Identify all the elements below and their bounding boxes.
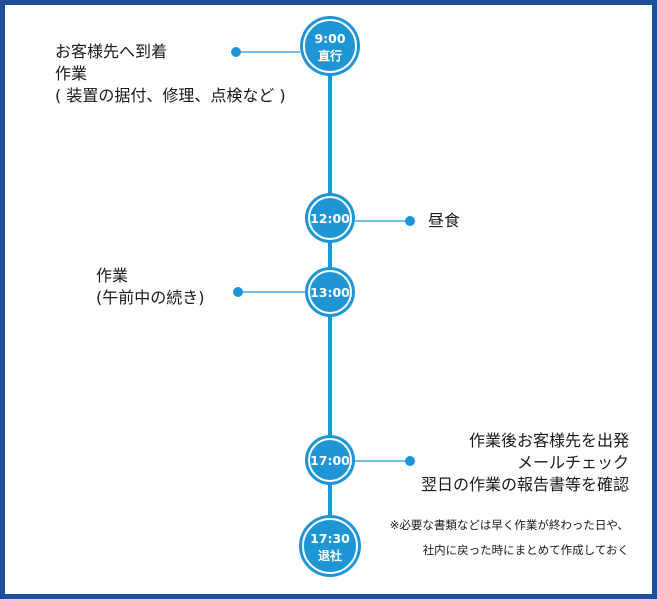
connector-9-00-dot bbox=[231, 47, 241, 57]
node-17-00-ring bbox=[308, 438, 352, 482]
node-9-00-ring bbox=[303, 19, 357, 73]
event-9-00: お客様先へ到着 作業 ( 装置の据付、修理、点検など ) bbox=[55, 41, 286, 107]
node-9-00-circle bbox=[300, 16, 360, 76]
footnote-line-2: 社内に戻った時にまとめて作成しておく bbox=[422, 543, 629, 557]
node-17-00-time: 17:00 bbox=[310, 453, 350, 468]
node-17-30: 17:30 退社 bbox=[299, 515, 361, 577]
event-9-00-line-1: お客様先へ到着 bbox=[55, 42, 168, 61]
event-9-00-line-3: ( 装置の据付、修理、点検など ) bbox=[55, 86, 286, 105]
node-17-00: 17:00 bbox=[305, 435, 355, 485]
event-17-00-line-1: 作業後お客様先を出発 bbox=[468, 431, 629, 450]
connector-12-00-dot bbox=[405, 216, 415, 226]
event-17-00-line-2: メールチェック bbox=[516, 453, 629, 472]
node-9-00-time: 9:00 bbox=[314, 31, 345, 46]
footnote: ※必要な書類などは早く作業が終わった日や、 社内に戻った時にまとめて作成しておく bbox=[390, 513, 629, 563]
node-12-00-time: 12:00 bbox=[310, 211, 350, 226]
event-13-00-line-2: (午前中の続き) bbox=[96, 288, 205, 307]
node-13-00: 13:00 bbox=[305, 267, 355, 317]
node-13-00-ring bbox=[308, 270, 352, 314]
connector-17-00-dot bbox=[405, 456, 415, 466]
event-13-00-line-1: 作業 bbox=[96, 266, 129, 285]
node-17-30-circle bbox=[299, 515, 361, 577]
node-9-00: 9:00 直行 bbox=[300, 16, 360, 76]
node-12-00: 12:00 bbox=[305, 193, 355, 243]
event-12-00: 昼食 bbox=[428, 210, 460, 232]
footnote-line-1: ※必要な書類などは早く作業が終わった日や、 bbox=[389, 518, 629, 532]
event-17-00: 作業後お客様先を出発 メールチェック 翌日の作業の報告書等を確認 bbox=[421, 430, 629, 496]
node-17-00-circle bbox=[305, 435, 355, 485]
event-12-00-line-1: 昼食 bbox=[428, 211, 461, 230]
node-12-00-circle bbox=[305, 193, 355, 243]
node-17-30-ring bbox=[302, 518, 358, 574]
connector-13-00-dot bbox=[233, 287, 243, 297]
event-17-00-line-3: 翌日の作業の報告書等を確認 bbox=[420, 475, 629, 494]
node-17-30-label: 退社 bbox=[318, 548, 342, 563]
node-13-00-time: 13:00 bbox=[310, 285, 350, 300]
event-9-00-line-2: 作業 bbox=[55, 64, 88, 83]
node-13-00-circle bbox=[305, 267, 355, 317]
node-17-30-time: 17:30 bbox=[310, 531, 350, 546]
node-9-00-label: 直行 bbox=[318, 48, 342, 63]
node-12-00-ring bbox=[308, 196, 352, 240]
event-13-00: 作業 (午前中の続き) bbox=[96, 265, 205, 309]
